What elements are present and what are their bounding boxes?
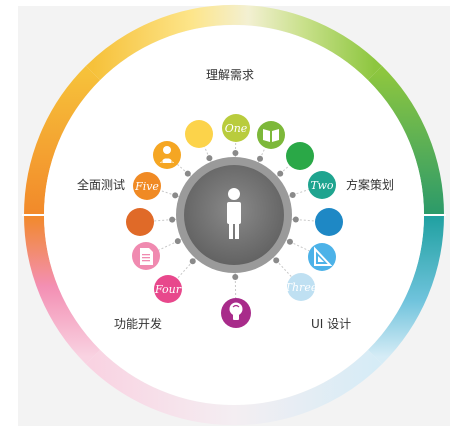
spoke-dot	[289, 191, 296, 198]
node-three: Three	[285, 273, 318, 301]
label-understand-requirements: 理解需求	[206, 68, 255, 82]
node-four: Four	[154, 275, 182, 303]
node-yellow	[185, 120, 213, 148]
book-icon	[263, 129, 279, 142]
spoke-dot	[257, 155, 264, 162]
spoke-line	[276, 164, 290, 177]
spoke-line	[160, 189, 180, 198]
stage-four-label: Four	[154, 283, 182, 296]
spoke-line	[204, 146, 212, 162]
node-lightbulb	[221, 298, 251, 328]
lightbulb-icon	[229, 302, 243, 320]
spoke-dot	[184, 170, 191, 177]
node-ruler	[308, 243, 336, 271]
spoke-line	[288, 189, 309, 197]
spoke-dot	[206, 155, 213, 162]
spoke-dot	[286, 238, 293, 245]
label-feature-development: 功能开发	[114, 317, 163, 331]
stage-three-label: Three	[285, 281, 318, 294]
spoke-dot	[277, 170, 284, 177]
node-document	[132, 242, 160, 270]
triangle-ruler-icon	[314, 246, 333, 266]
spoke-dot	[189, 258, 196, 265]
document-icon	[140, 248, 153, 265]
label-solution-planning: 方案策划	[346, 178, 395, 192]
label-comprehensive-testing: 全面测试	[77, 178, 126, 192]
node-five: Five	[133, 172, 161, 200]
spoke-dot	[292, 216, 299, 223]
team-icon	[160, 146, 174, 165]
label-ui-design: UI 设计	[311, 317, 352, 331]
spoke-line	[257, 147, 266, 163]
node-blue	[315, 208, 343, 236]
spoke-dot	[232, 273, 239, 280]
person-icon	[227, 188, 241, 239]
stage-two-label: Two	[311, 179, 334, 192]
spoke-dot	[232, 150, 239, 157]
spoke-line	[177, 163, 192, 177]
spoke-dot	[174, 238, 181, 245]
node-orange-dark	[126, 208, 154, 236]
spoke-dot	[172, 192, 179, 199]
node-book	[257, 121, 285, 149]
spoke-dot	[169, 216, 176, 223]
connector-spokes	[153, 141, 316, 300]
stage-five-label: Five	[134, 180, 159, 193]
node-two: Two	[308, 171, 336, 199]
spoke-dot	[273, 257, 280, 264]
node-team	[153, 141, 181, 169]
node-one: One	[222, 114, 250, 142]
stage-one-label: One	[225, 122, 248, 135]
node-green	[286, 142, 314, 170]
